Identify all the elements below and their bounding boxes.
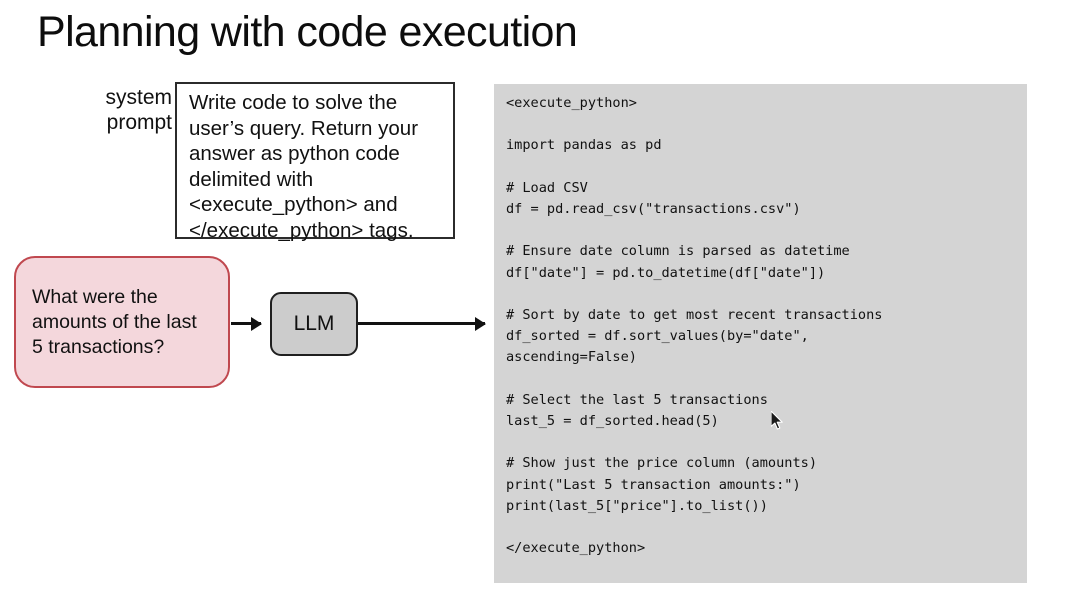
user-query-bubble: What were the amounts of the last 5 tran… xyxy=(14,256,230,388)
llm-node: LLM xyxy=(270,292,358,356)
system-prompt-label-line2: prompt xyxy=(106,111,172,134)
user-query-text: What were the amounts of the last 5 tran… xyxy=(32,285,197,358)
arrow-llm-to-code-icon xyxy=(358,322,485,325)
system-prompt-label: system prompt xyxy=(80,85,172,135)
arrow-query-to-llm-icon xyxy=(231,322,261,325)
llm-node-label: LLM xyxy=(293,312,335,335)
system-prompt-label-line1: system xyxy=(105,86,172,109)
python-code-block: <execute_python> import pandas as pd # L… xyxy=(506,95,883,557)
system-prompt-text: Write code to solve the user’s query. Re… xyxy=(189,91,419,242)
page-title: Planning with code execution xyxy=(37,8,578,56)
system-prompt-box: Write code to solve the user’s query. Re… xyxy=(175,82,455,242)
code-output-panel: <execute_python> import pandas as pd # L… xyxy=(494,84,1027,583)
